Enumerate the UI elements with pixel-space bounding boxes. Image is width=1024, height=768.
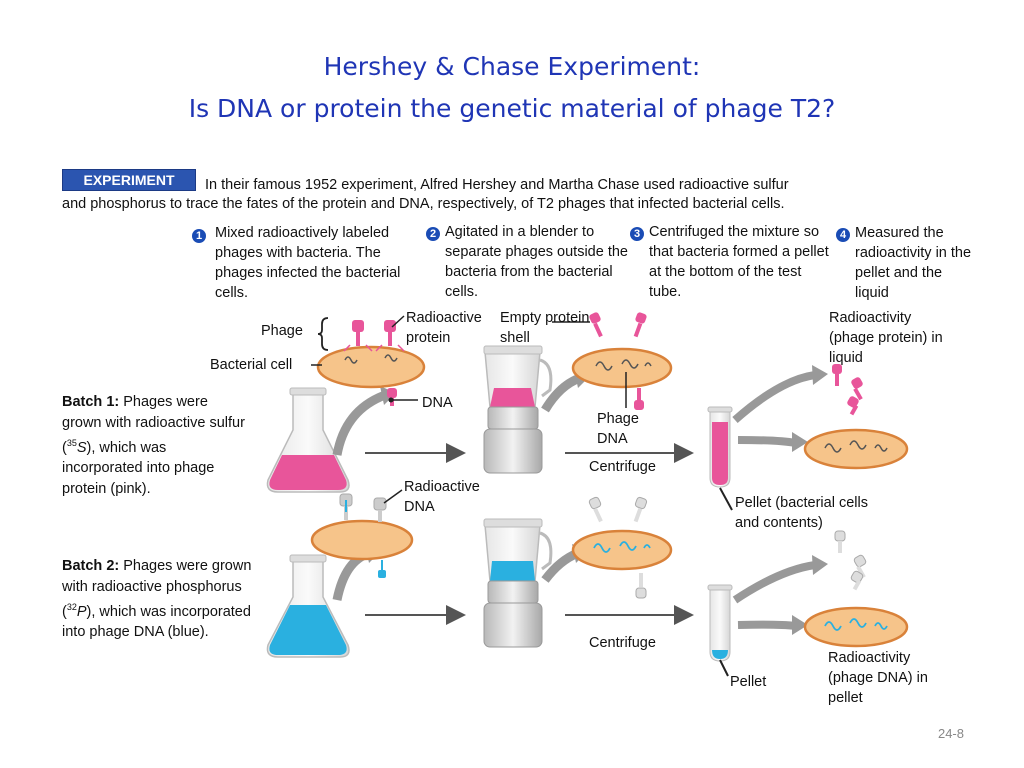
free-phages-batch1-icon [832,364,863,416]
title-line-1: Hershey & Chase Experiment: [323,52,701,81]
batch-1-text-b: ), which was incorporated into phage pro… [62,439,215,497]
batch-1-text-a: Phages were grown with radioactive sulfu… [62,394,245,456]
batch-2-heading: Batch 2: [62,558,120,574]
curve-arrow-batch1 [332,390,387,456]
label-pellet: Pellet [730,674,767,690]
step-1-number: 1 [192,229,206,243]
phage-batch1-bottom-icon [387,388,397,406]
label-centrifuge-2: Centrifuge [589,635,656,651]
phage-batch1-right-icon [375,320,405,352]
intro-line-2: and phosphorus to trace the fates of the… [62,196,785,212]
label-radioactivity-pellet: Radioactivity (phage DNA) in pellet [828,650,928,706]
slide-number: 24-8 [937,726,964,741]
step-3-text: Centrifuged the mixture so that bacteria… [649,224,829,300]
label-phage: Phage [261,323,303,339]
batch-2-text-a: Phages were grown with radioactive phosp… [62,558,252,620]
empty-shell-batch1-icon [589,312,647,410]
title-line-2: Is DNA or protein the genetic material o… [188,94,836,123]
flask-batch2-icon [266,554,350,658]
batch-2-description: Batch 2: Phages were grown with radioact… [62,556,252,643]
blender-batch1-icon [483,345,553,474]
bacterial-cell-batch2 [310,519,414,561]
batch-1-heading: Batch 1: [62,394,120,410]
label-radioactive-protein: Radioactive protein [406,310,482,346]
phage-batch1-left-icon [343,320,373,352]
step-1-text: Mixed radioactively labeled phages with … [215,225,401,301]
step-3-number: 3 [630,227,644,241]
bacterial-cell-after-blend-batch2 [571,529,673,571]
flask-batch1-icon [266,387,350,493]
result-cell-batch2 [803,606,909,648]
batch-1-isotope-mass: 35 [66,438,77,448]
batch-2-isotope-mass: 32 [66,602,77,612]
phage-batch2-icon [339,493,387,578]
bacterial-cell-after-blend-batch1 [571,347,673,389]
label-radioactivity-liquid: Radioactivity (phage protein) in liquid [829,310,943,366]
batch-1-isotope-symbol: S [76,439,87,456]
blender-batch2-icon [483,518,553,648]
label-phage-dna: Phage DNA [597,411,639,447]
batch-2-isotope-symbol: P [76,603,87,620]
test-tube-batch1-icon [707,406,733,488]
intro-line-1: In their famous 1952 experiment, Alfred … [205,177,789,193]
label-bacterial-cell: Bacterial cell [210,357,293,373]
step-2-number: 2 [426,227,440,241]
test-tube-batch2-icon [707,584,733,662]
result-cell-batch1 [803,428,909,470]
label-radioactive-dna: Radioactive DNA [404,479,480,515]
bacterial-cell-batch1 [316,345,426,389]
label-dna: DNA [422,395,453,411]
label-centrifuge-1: Centrifuge [589,459,656,475]
experiment-badge: EXPERIMENT [62,169,196,191]
empty-shell-batch2-icon [588,496,648,599]
label-pellet-bacterial: Pellet (bacterial cells and contents) [735,495,868,531]
step-2-text: Agitated in a blender to separate phages… [445,224,628,300]
step-4-number: 4 [836,228,850,242]
free-phages-batch2-icon [834,530,867,591]
batch-2-text-b: ), which was incorporated into phage DNA… [62,603,251,641]
label-empty-protein-shell: Empty protein shell [500,310,590,346]
step-4-text: Measured the radioactivity in the pellet… [855,225,972,301]
batch-1-description: Batch 1: Phages were grown with radioact… [62,392,247,499]
